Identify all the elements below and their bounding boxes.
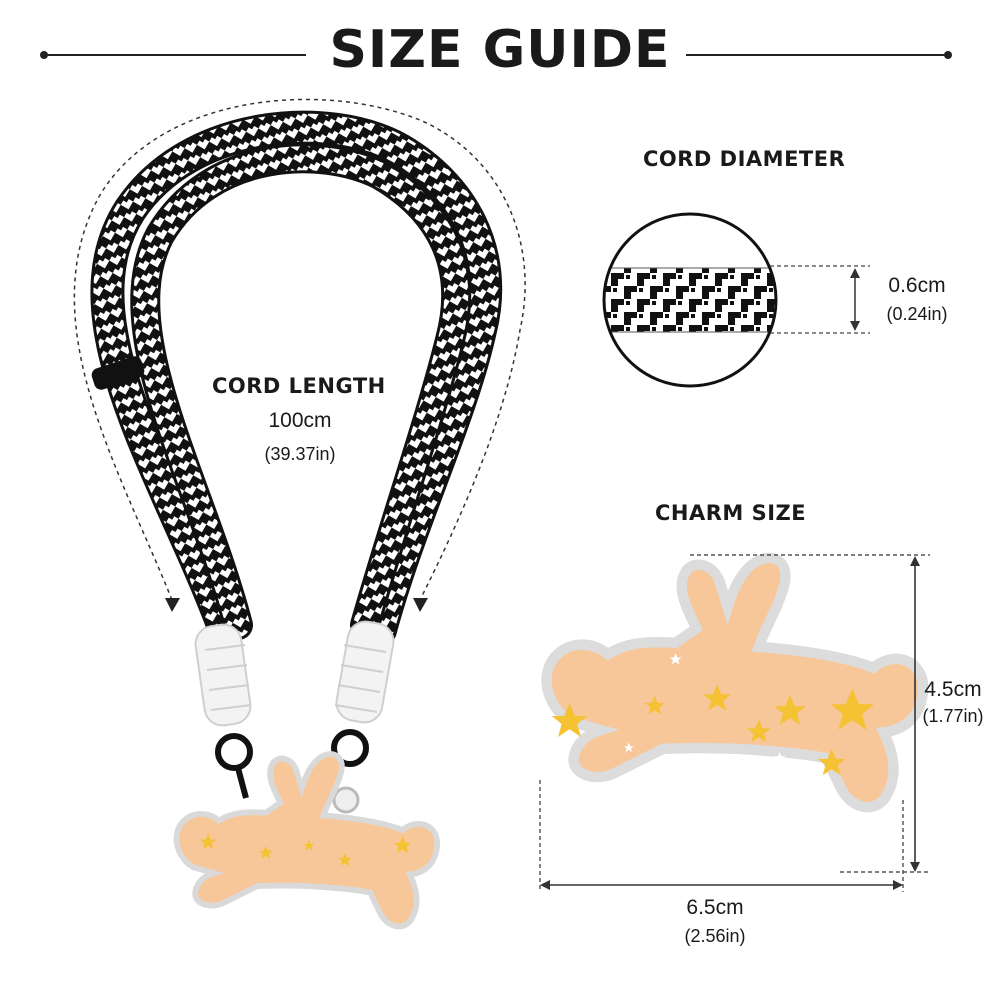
cord-diameter-metric: 0.6cm [888, 274, 946, 297]
charm-height-imperial: (1.77in) [922, 706, 984, 726]
title-rule-right [686, 51, 952, 59]
cord-length-imperial: (39.37in) [264, 444, 336, 464]
charm-large [547, 558, 924, 807]
charm-small [176, 754, 437, 927]
charm-height-metric: 4.5cm [924, 678, 982, 701]
arrow-head-right [413, 598, 428, 612]
arrow-head-left [165, 598, 180, 612]
page-title: SIZE GUIDE [329, 20, 671, 80]
charm-width-imperial: (2.56in) [684, 926, 746, 946]
charm-width-metric: 6.5cm [686, 896, 744, 919]
cord-diameter-imperial: (0.24in) [886, 304, 948, 324]
title-rule-left [40, 51, 306, 59]
cord-length-arrows [73, 98, 526, 601]
cord-diameter-detail [602, 212, 870, 388]
charm-size-heading: CHARM SIZE [655, 501, 807, 525]
cord-length-metric: 100cm [268, 409, 332, 432]
cord-diameter-heading: CORD DIAMETER [643, 147, 846, 171]
charm-dimension-lines [539, 554, 930, 892]
lanyard-cord [90, 110, 503, 814]
cord-length-heading: CORD LENGTH [212, 374, 386, 398]
